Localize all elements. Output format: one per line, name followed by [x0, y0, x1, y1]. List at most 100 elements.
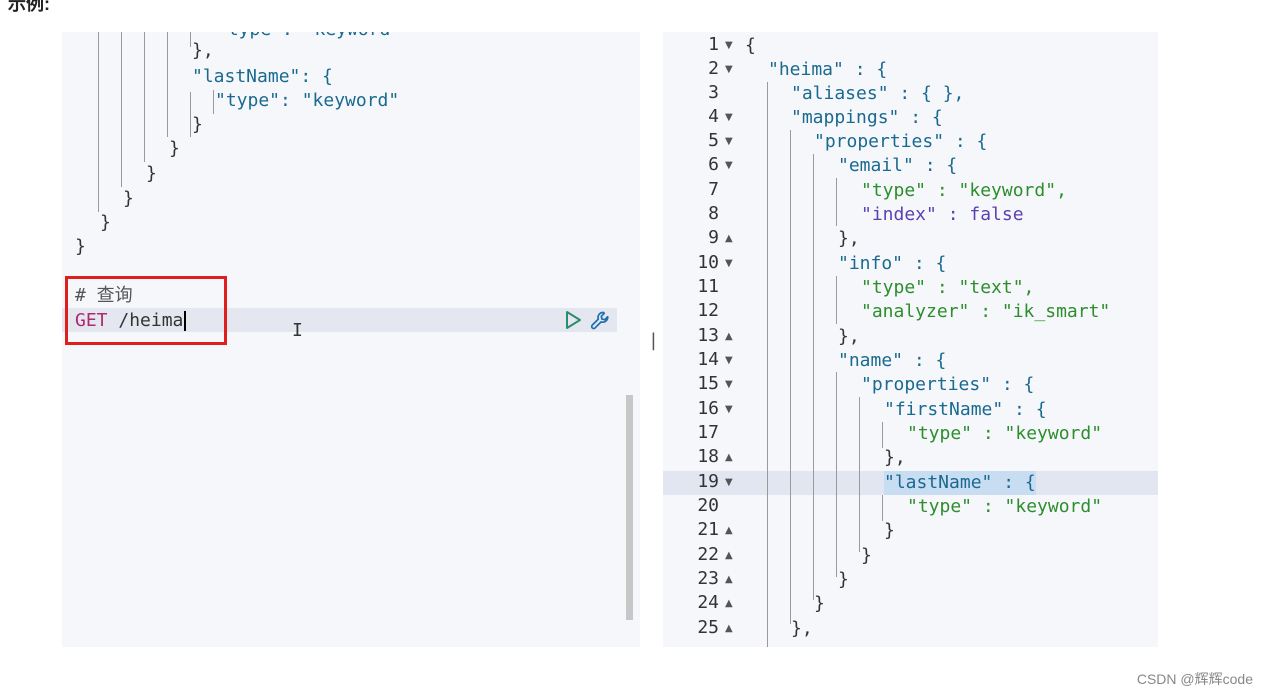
indent-guide	[859, 397, 860, 552]
fold-close-icon[interactable]: ▲	[725, 452, 733, 463]
fold-close-icon[interactable]: ▲	[725, 550, 733, 561]
indent-guide	[836, 276, 837, 324]
line-number: 25	[697, 617, 719, 638]
line-number: 17	[697, 422, 719, 443]
response-line: {	[745, 35, 756, 56]
play-icon[interactable]	[563, 309, 583, 338]
indent-guide	[882, 422, 883, 448]
http-method: GET	[75, 310, 108, 331]
line-number: 15	[697, 373, 719, 394]
line-number: 7	[708, 179, 719, 200]
request-line-get[interactable]: GET /heima	[75, 309, 187, 333]
response-line: },	[884, 447, 906, 468]
request-line: }	[100, 211, 111, 235]
fold-open-icon[interactable]: ▼	[725, 477, 733, 488]
response-line: "index" : false	[861, 204, 1024, 225]
indent-guide	[790, 130, 791, 624]
fold-open-icon[interactable]: ▼	[725, 136, 733, 147]
request-line-text: }	[75, 236, 86, 257]
indent-guide	[190, 32, 191, 47]
line-number: 22	[697, 544, 719, 565]
line-number: 5	[708, 130, 719, 151]
fold-close-icon[interactable]: ▲	[725, 598, 733, 609]
line-number: 6	[708, 154, 719, 175]
indent-guide	[213, 90, 214, 114]
line-number: 18	[697, 446, 719, 467]
fold-open-icon[interactable]: ▼	[725, 40, 733, 51]
indent-guide	[190, 92, 191, 137]
request-line-text: }	[100, 212, 111, 233]
response-line: "properties" : {	[814, 131, 988, 152]
response-line: },	[838, 228, 860, 249]
response-line: "type" : "keyword"	[907, 423, 1103, 444]
ibeam-icon: I	[292, 320, 303, 341]
fold-open-icon[interactable]: ▼	[725, 112, 733, 123]
request-line-text: }	[123, 188, 134, 209]
request-line-text: }	[146, 163, 157, 184]
fold-open-icon[interactable]: ▼	[725, 258, 733, 269]
response-line: "analyzer" : "ik_smart"	[861, 301, 1111, 322]
response-line: "heima" : {	[768, 59, 888, 80]
fold-close-icon[interactable]: ▲	[725, 623, 733, 634]
indent-guide	[882, 495, 883, 521]
response-line: }	[814, 593, 825, 614]
line-number: 8	[708, 203, 719, 224]
request-line: }	[123, 187, 134, 211]
response-line: }	[838, 569, 849, 590]
request-line-text: "type": "keyword"	[215, 90, 400, 111]
fold-close-icon[interactable]: ▲	[725, 331, 733, 342]
text-cursor	[184, 311, 187, 331]
line-number: 14	[697, 349, 719, 370]
request-line: }	[75, 235, 86, 259]
response-viewer[interactable]: 1▼ 2▼ 3 4▼ 5▼ 6▼ 7 8 9▲ 10▼ 11 12 13▲ 14…	[663, 32, 1158, 647]
editor-scrollbar[interactable]	[626, 395, 633, 620]
fold-open-icon[interactable]: ▼	[725, 404, 733, 415]
line-number: 4	[708, 106, 719, 127]
response-line: },	[838, 326, 860, 347]
request-line-text: }	[169, 138, 180, 159]
fold-close-icon[interactable]: ▲	[725, 525, 733, 536]
response-line: },	[791, 618, 813, 639]
line-number: 23	[697, 568, 719, 589]
indent-guide	[767, 82, 768, 647]
line-number: 3	[708, 82, 719, 103]
wrench-icon[interactable]	[589, 309, 613, 338]
line-number: 16	[697, 398, 719, 419]
response-line: "firstName" : {	[884, 399, 1047, 420]
request-line-text: "lastName": {	[192, 66, 333, 87]
request-line-text: }	[192, 114, 203, 135]
response-line: "properties" : {	[861, 374, 1035, 395]
request-line: }	[146, 162, 157, 186]
line-number: 20	[697, 495, 719, 516]
line-number: 13	[697, 325, 719, 346]
fold-close-icon[interactable]: ▲	[725, 233, 733, 244]
response-line: "aliases" : { },	[791, 83, 965, 104]
pane-divider[interactable]	[640, 32, 662, 647]
active-request-row[interactable]	[62, 308, 617, 332]
line-number: 24	[697, 592, 719, 613]
watermark: CSDN @辉辉code	[1136, 671, 1253, 687]
line-number: 9	[708, 227, 719, 248]
response-line: "info" : {	[838, 253, 947, 274]
request-line: "type": "keyword"	[217, 32, 401, 42]
highlight-box	[65, 276, 227, 345]
request-comment: # 查询	[75, 285, 133, 306]
fold-open-icon[interactable]: ▼	[725, 379, 733, 390]
line-number: 10	[697, 252, 719, 273]
fold-open-icon[interactable]: ▼	[725, 355, 733, 366]
page-heading: 示例:	[8, 0, 50, 14]
fold-open-icon[interactable]: ▼	[725, 64, 733, 75]
request-line: "lastName": {	[192, 65, 333, 89]
fold-close-icon[interactable]: ▲	[725, 574, 733, 585]
response-line: "type" : "keyword"	[907, 496, 1103, 517]
fold-open-icon[interactable]: ▼	[725, 160, 733, 171]
indent-guide	[121, 32, 122, 187]
request-line-text: },	[192, 40, 214, 61]
line-number: 1	[708, 34, 719, 55]
indent-guide	[98, 32, 99, 212]
line-number: 2	[708, 58, 719, 79]
request-path: /heima	[118, 310, 184, 331]
indent-guide	[813, 154, 814, 600]
request-editor[interactable]: "type": "keyword" }, "lastName": { "type…	[62, 32, 640, 647]
line-number: 11	[697, 276, 719, 297]
